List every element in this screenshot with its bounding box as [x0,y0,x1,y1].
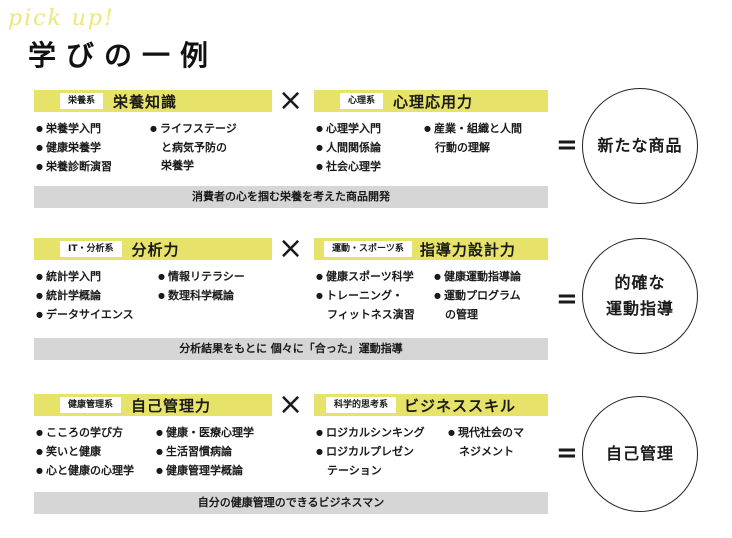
course-item-cont: 栄養学 [161,159,194,172]
course-item-cont: の管理 [445,308,478,321]
course-item: ライフステージ [150,120,237,139]
left-heading: 自己管理力 [131,396,212,415]
course-item: 数理科学概論 [158,287,245,306]
page-title: 学びの一例 [28,39,219,72]
course-item-cont: テーション [327,464,382,477]
right-heading: ビジネススキル [404,396,517,415]
left-header: IT・分析系 分析力 [34,238,272,260]
right-course-list-1: 心理学入門 人間関係論 社会心理学 [316,120,381,177]
left-course-list-2: 情報リテラシー 数理科学概論 [158,268,245,306]
course-item: 笑いと健康 [36,443,134,462]
result-text: 的確な [614,273,666,292]
course-item-cont: 行動の理解 [435,141,490,154]
equals-symbol: = [556,438,578,468]
right-course-list-2: 産業・組織と人間 行動の理解 [424,120,522,157]
course-item: 心理学入門 [316,120,381,139]
left-header: 栄養系 栄養知識 [34,90,272,112]
course-item: 健康運動指導論 [434,268,521,287]
times-symbol: × [278,387,304,422]
left-tag: 栄養系 [60,93,104,109]
right-tag: 心理系 [340,93,384,109]
course-item: ロジカルシンキング [316,424,425,443]
pick-up-decor: pick up! [8,6,115,31]
left-tag: IT・分析系 [60,241,122,257]
course-item: 健康栄養学 [36,139,112,158]
course-item: トレーニング・ [316,287,415,306]
summary-bar: 消費者の心を掴む栄養を考えた商品開発 [34,186,548,208]
left-course-list-1: 栄養学入門 健康栄養学 栄養診断演習 [36,120,112,177]
course-item: 社会心理学 [316,158,381,177]
course-item-cont: ネジメント [459,445,514,458]
left-course-list-1: こころの学び方 笑いと健康 心と健康の心理学 [36,424,134,481]
right-course-list-1: 健康スポーツ科学 トレーニング・ フィットネス演習 [316,268,415,324]
course-item-cont: と病気予防の [161,141,227,154]
right-course-list-2: 現代社会のマ ネジメント [448,424,524,461]
left-heading: 栄養知識 [113,92,178,111]
right-header: 心理系 心理応用力 [314,90,548,112]
course-item: 産業・組織と人間 [424,120,522,139]
right-tag: 運動・スポーツ系 [324,241,412,257]
result-circle: 的確な 運動指導 [582,238,698,354]
course-item: こころの学び方 [36,424,134,443]
left-course-list-2: ライフステージ と病気予防の 栄養学 [150,120,237,175]
result-circle: 自己管理 [582,396,698,512]
equals-symbol: = [556,130,578,160]
course-item: 健康管理学概論 [156,462,254,481]
course-item: 現代社会のマ [448,424,524,443]
left-heading: 分析力 [131,240,180,259]
course-item: ロジカルプレゼン [316,443,425,462]
right-heading: 心理応用力 [393,92,474,111]
course-item: 統計学入門 [36,268,134,287]
course-item: 人間関係論 [316,139,381,158]
result-text: 新たな商品 [597,136,683,155]
course-item: 健康スポーツ科学 [316,268,415,287]
times-symbol: × [278,231,304,266]
right-header: 科学的思考系 ビジネススキル [314,394,548,416]
course-item: データサイエンス [36,306,134,325]
course-item: 情報リテラシー [158,268,245,287]
course-item: 心と健康の心理学 [36,462,134,481]
right-heading: 指導力設計力 [419,240,516,259]
right-course-list-2: 健康運動指導論 運動プログラム の管理 [434,268,521,324]
course-item: 栄養診断演習 [36,158,112,177]
course-item: 栄養学入門 [36,120,112,139]
result-text: 運動指導 [605,299,674,318]
course-item: 健康・医療心理学 [156,424,254,443]
left-course-list-1: 統計学入門 統計学概論 データサイエンス [36,268,134,325]
equals-symbol: = [556,284,578,314]
right-header: 運動・スポーツ系 指導力設計力 [314,238,548,260]
summary-bar: 自分の健康管理のできるビジネスマン [34,492,548,514]
result-text: 自己管理 [605,444,674,463]
course-item: 統計学概論 [36,287,134,306]
left-course-list-2: 健康・医療心理学 生活習慣病論 健康管理学概論 [156,424,254,481]
course-item: 生活習慣病論 [156,443,254,462]
course-item: 運動プログラム [434,287,521,306]
right-tag: 科学的思考系 [326,397,397,413]
times-symbol: × [278,83,304,118]
right-course-list-1: ロジカルシンキング ロジカルプレゼン テーション [316,424,425,480]
left-header: 健康管理系 自己管理力 [34,394,272,416]
summary-bar: 分析結果をもとに 個々に「合った」運動指導 [34,338,548,360]
result-circle: 新たな商品 [582,88,698,204]
left-tag: 健康管理系 [60,397,122,413]
course-item-cont: フィットネス演習 [327,308,415,321]
